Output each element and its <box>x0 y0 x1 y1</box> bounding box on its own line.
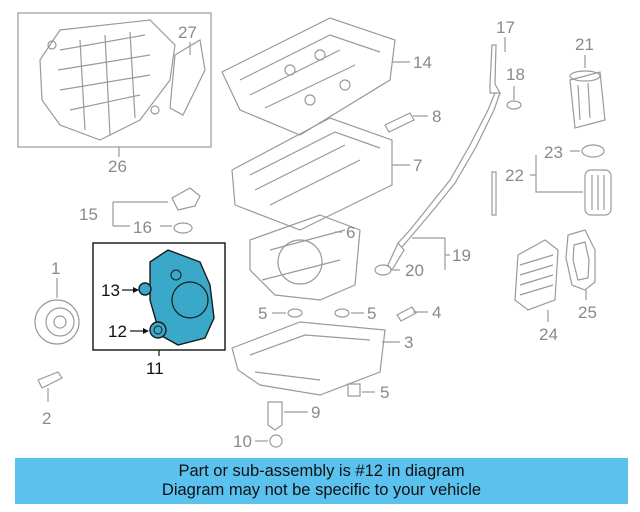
small-parts: 5 9 10 <box>233 383 389 451</box>
callout-21: 20 <box>405 261 424 280</box>
oil-filler-cap: 15 16 <box>79 187 201 237</box>
callout-1: 1 <box>51 259 60 278</box>
manifold-box <box>17 12 212 148</box>
banner-line-2: Diagram may not be specific to your vehi… <box>161 481 482 499</box>
callout-28: 27 <box>178 23 197 42</box>
washers-5: 5 5 <box>258 304 376 323</box>
callout-25: 24 <box>539 325 558 344</box>
crank-pulley: 1 2 <box>34 259 80 428</box>
banner-line-1: Part or sub-assembly is #12 in diagram <box>178 462 465 480</box>
sealing-washer <box>269 434 283 448</box>
callout-15: 14 <box>413 53 432 72</box>
crank-seal <box>149 321 167 339</box>
callout-10: 9 <box>311 403 320 422</box>
callout-12: 11 <box>146 359 164 378</box>
cylinder-block: 6 <box>249 214 361 301</box>
timing-cover <box>149 249 215 346</box>
callout-20: 19 <box>452 246 471 265</box>
callout-9: 8 <box>432 107 441 126</box>
callout-22: 21 <box>575 35 594 54</box>
oil-level-sensor <box>267 401 283 431</box>
callout-3: 3 <box>404 333 413 352</box>
callout-26: 25 <box>578 303 597 322</box>
callout-24: 23 <box>544 143 563 162</box>
callout-18: 17 <box>496 18 515 37</box>
cylinder-head: 7 8 <box>231 107 441 231</box>
valve-cover: 14 <box>221 17 432 136</box>
pulley-bolt <box>37 371 63 389</box>
callout-5a: 5 <box>258 304 267 323</box>
dipstick: 17 18 19 20 <box>374 18 525 280</box>
callout-13: 12 <box>108 322 127 341</box>
timing-cover-group: 13 12 11 <box>92 242 226 378</box>
info-banner: Part or sub-assembly is #12 in diagram D… <box>15 458 628 504</box>
callout-23: 22 <box>505 166 524 185</box>
callout-8: 7 <box>413 156 422 175</box>
callout-6: 5 <box>380 383 389 402</box>
intake-manifold <box>39 19 176 141</box>
drain-plug <box>347 383 361 397</box>
callout-5b: 5 <box>367 304 376 323</box>
baffle-4 <box>396 306 417 322</box>
callout-7: 6 <box>346 223 355 242</box>
callout-4: 4 <box>432 303 441 322</box>
seal-9 <box>384 112 415 133</box>
callout-19: 18 <box>506 65 525 84</box>
oil-filter: 21 23 22 <box>505 35 612 216</box>
manifold-gasket <box>169 39 206 116</box>
callout-16: 15 <box>79 205 98 224</box>
intake-manifold-group: 26 27 <box>17 12 212 176</box>
front-seal <box>138 282 152 296</box>
callout-27: 26 <box>108 157 127 176</box>
callout-14: 13 <box>101 281 120 300</box>
oil-cooler: 24 25 <box>514 229 597 344</box>
callout-11: 10 <box>233 432 252 451</box>
callout-2: 2 <box>42 409 51 428</box>
callout-17: 16 <box>133 218 152 237</box>
